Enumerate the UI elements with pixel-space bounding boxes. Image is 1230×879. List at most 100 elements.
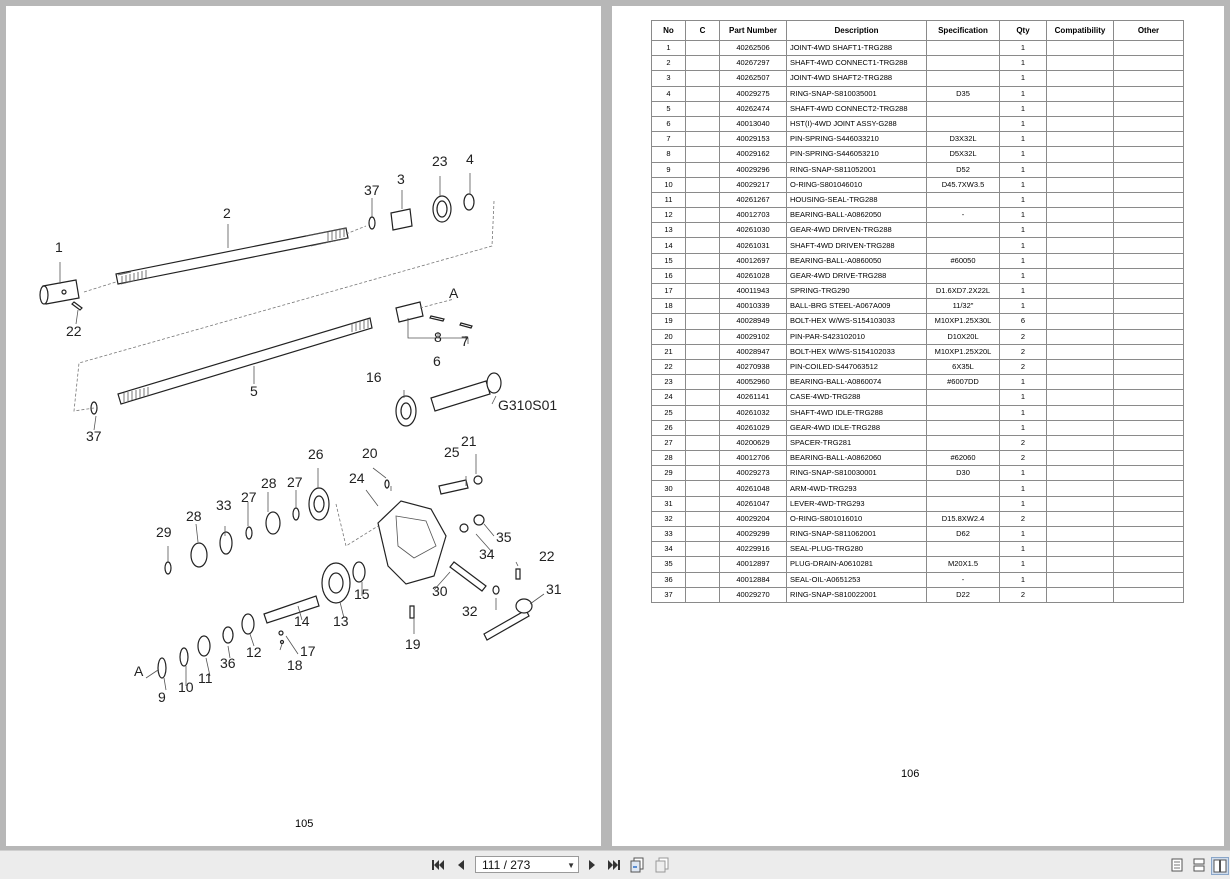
table-cell: 1 <box>999 282 1047 300</box>
single-page-view-icon[interactable] <box>1169 857 1185 873</box>
svg-text:7: 7 <box>461 333 469 349</box>
continuous-view-icon[interactable] <box>1191 857 1207 873</box>
table-cell <box>1046 404 1114 421</box>
table-cell <box>685 541 720 558</box>
viewer-toolbar: 111 / 273 ▼ <box>0 850 1230 879</box>
chevron-down-icon[interactable]: ▼ <box>567 861 575 870</box>
next-page-icon[interactable] <box>584 857 600 873</box>
table-cell: 1 <box>999 161 1047 178</box>
table-cell <box>926 237 1000 254</box>
facing-view-icon[interactable] <box>1211 857 1229 875</box>
svg-text:35: 35 <box>496 529 512 545</box>
table-cell <box>685 267 720 285</box>
table-cell: 18 <box>651 298 686 315</box>
table-cell: 40012703 <box>719 207 787 224</box>
table-cell <box>1046 252 1114 269</box>
table-cell: 6 <box>999 313 1047 330</box>
table-cell: 20 <box>651 328 686 345</box>
shaft-gear-drawing <box>430 380 491 412</box>
svg-text:A: A <box>134 663 144 679</box>
extract-pages-icon[interactable] <box>629 857 645 873</box>
table-cell: 1 <box>999 374 1047 391</box>
table-cell: 1 <box>651 39 686 57</box>
table-cell <box>1046 541 1114 558</box>
table-cell <box>1046 267 1114 285</box>
lever-31-drawing <box>483 609 530 641</box>
last-page-icon[interactable] <box>606 857 622 873</box>
table-cell: RING-SNAP-S810022001 <box>786 586 927 603</box>
table-cell: 15 <box>651 252 686 269</box>
table-cell: 25 <box>651 404 686 421</box>
table-cell: M20X1.5 <box>926 556 1000 573</box>
table-cell: 1 <box>999 70 1047 87</box>
table-cell <box>1113 282 1184 300</box>
table-cell <box>1113 556 1184 573</box>
table-cell <box>926 100 1000 117</box>
svg-text:37: 37 <box>364 182 380 198</box>
table-cell <box>685 434 720 452</box>
table-cell: 40013040 <box>719 115 787 133</box>
svg-text:29: 29 <box>156 524 172 540</box>
first-page-icon[interactable] <box>430 857 446 873</box>
table-cell <box>926 70 1000 87</box>
table-cell: 40029275 <box>719 85 787 102</box>
table-cell: 13 <box>651 222 686 239</box>
table-cell <box>1046 586 1114 603</box>
table-cell <box>685 389 720 406</box>
insert-pages-icon[interactable] <box>654 857 670 873</box>
table-cell: 4 <box>651 85 686 102</box>
table-cell <box>1113 222 1184 239</box>
table-cell: 7 <box>651 131 686 148</box>
table-cell <box>1046 131 1114 148</box>
svg-text:28: 28 <box>261 475 277 491</box>
table-cell <box>926 115 1000 133</box>
table-cell <box>1113 419 1184 436</box>
table-cell: D62 <box>926 525 1000 543</box>
left-page: 1 2 3 4 5 6 7 8 9 10 11 12 13 14 15 16 1… <box>6 6 601 846</box>
svg-text:25: 25 <box>444 444 460 460</box>
table-cell <box>685 207 720 224</box>
table-cell <box>685 374 720 391</box>
table-cell: 40011943 <box>719 282 787 300</box>
table-cell <box>685 480 720 497</box>
table-cell <box>1113 191 1184 209</box>
table-cell: 40261029 <box>719 419 787 436</box>
table-cell: M10XP1.25X20L <box>926 343 1000 360</box>
table-cell <box>1046 237 1114 254</box>
table-cell <box>1046 100 1114 117</box>
table-cell <box>1046 389 1114 406</box>
page-indicator: 111 / 273 <box>482 858 531 872</box>
table-cell <box>1113 100 1184 117</box>
table-cell <box>926 55 1000 72</box>
table-cell: RING-SNAP-S811052001 <box>786 161 927 178</box>
table-cell: 22 <box>651 358 686 376</box>
table-cell: GEAR-4WD IDLE-TRG288 <box>786 419 927 436</box>
table-cell: SEAL-PLUG-TRG280 <box>786 541 927 558</box>
table-cell <box>685 161 720 178</box>
table-cell: BALL-BRG STEEL-A067A009 <box>786 298 927 315</box>
table-cell: 21 <box>651 343 686 360</box>
table-cell <box>1113 267 1184 285</box>
page-number-field[interactable]: 111 / 273 ▼ <box>475 856 579 873</box>
table-cell: PIN-SPRING-S446033210 <box>786 131 927 148</box>
table-cell <box>1113 55 1184 72</box>
table-cell <box>1046 434 1114 452</box>
table-cell <box>685 39 720 57</box>
prev-page-icon[interactable] <box>453 857 469 873</box>
table-cell: CASE-4WD-TRG288 <box>786 389 927 406</box>
svg-text:18: 18 <box>287 657 303 673</box>
table-cell: 40029270 <box>719 586 787 603</box>
svg-text:20: 20 <box>362 445 378 461</box>
table-cell: 1 <box>999 404 1047 421</box>
